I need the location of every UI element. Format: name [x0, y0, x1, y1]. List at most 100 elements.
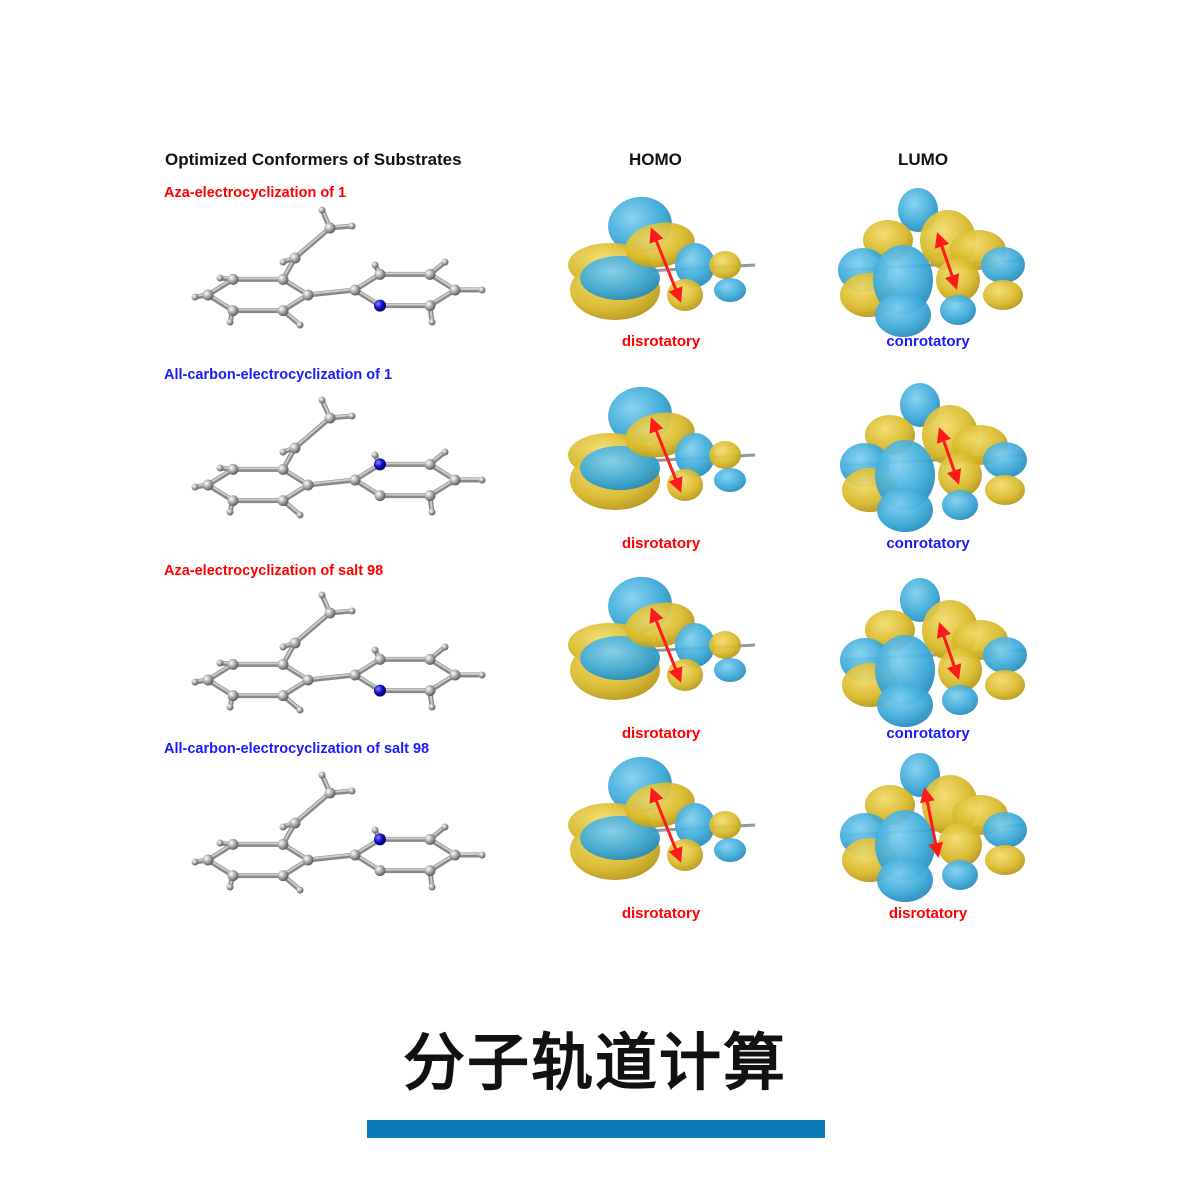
orbital-lobe-positive [877, 858, 933, 902]
molecule-structure-2 [191, 396, 486, 519]
hydrogen-atom [216, 274, 224, 282]
hydrogen-atom [191, 293, 199, 301]
orbital-lobe-positive [981, 247, 1025, 283]
hydrogen-atom [318, 771, 326, 779]
hydrogen-atom [296, 706, 304, 714]
orbital-lobe-positive [875, 293, 931, 337]
hydrogen-atom [216, 839, 224, 847]
carbon-atom [449, 669, 461, 681]
carbon-atom [424, 458, 436, 470]
row-label-1: Aza-electrocyclization of 1 [164, 185, 347, 201]
hydrogen-atom [428, 703, 436, 711]
orbital-lobe-positive [714, 838, 746, 862]
homo-orbital-4 [568, 756, 756, 880]
carbon-atom [302, 289, 314, 301]
homo-orbital-1 [568, 196, 756, 320]
orbital-lobe-negative [709, 441, 741, 469]
carbon-atom [289, 637, 301, 649]
hydrogen-atom [348, 607, 356, 615]
lumo-caption-1: conrotatory [886, 333, 970, 350]
orbital-lobe-positive [877, 683, 933, 727]
hydrogen-atom [478, 671, 486, 679]
carbon-atom [289, 252, 301, 264]
hydrogen-atom [441, 448, 449, 456]
carbon-atom [227, 658, 239, 670]
hydrogen-atom [348, 222, 356, 230]
rotation-arrow [649, 417, 683, 493]
orbital-lobe-negative [985, 475, 1025, 505]
hydrogen-atom [371, 826, 379, 834]
carbon-atom [277, 838, 289, 850]
hydrogen-atom [478, 286, 486, 294]
hydrogen-atom [216, 659, 224, 667]
molecule-structure-4 [191, 771, 486, 894]
carbon-atom [227, 463, 239, 475]
hydrogen-atom [478, 476, 486, 484]
carbon-atom [202, 854, 214, 866]
hydrogen-atom [226, 508, 234, 516]
carbon-atom [324, 607, 336, 619]
carbon-atom [289, 442, 301, 454]
hydrogen-atom [191, 483, 199, 491]
rotation-arrow [936, 622, 962, 680]
carbon-atom [324, 222, 336, 234]
hydrogen-atom [441, 258, 449, 266]
carbon-atom [424, 268, 436, 280]
hydrogen-atom [318, 591, 326, 599]
carbon-atom [349, 849, 361, 861]
homo-header: HOMO [629, 150, 682, 169]
carbon-atom [277, 690, 289, 702]
carbon-atom [324, 787, 336, 799]
conformers-header: Optimized Conformers of Substrates [165, 150, 462, 169]
rotation-arrow [649, 227, 683, 303]
carbon-atom [374, 490, 386, 502]
carbon-atom [202, 289, 214, 301]
carbon-atom [277, 658, 289, 670]
rotation-arrow [936, 427, 962, 485]
carbon-atom [302, 674, 314, 686]
orbital-lobe-positive [983, 812, 1027, 848]
carbon-atom [374, 865, 386, 877]
row-label-4: All-carbon-electrocyclization of salt 98 [164, 741, 430, 757]
molecule-structure-1 [191, 206, 486, 329]
orbital-lobe-positive [675, 623, 715, 667]
homo-caption-1: disrotatory [621, 333, 701, 350]
lumo-caption-2: conrotatory [886, 535, 970, 552]
hydrogen-atom [226, 703, 234, 711]
hydrogen-atom [348, 787, 356, 795]
orbital-lobe-positive [675, 803, 715, 847]
carbon-atom [374, 268, 386, 280]
carbon-atom [277, 305, 289, 317]
lumo-orbital-2 [840, 383, 1027, 532]
hydrogen-atom [279, 643, 287, 651]
hydrogen-atom [296, 321, 304, 329]
hydrogen-atom [478, 851, 486, 859]
carbon-atom [227, 305, 239, 317]
hydrogen-atom [318, 396, 326, 404]
hydrogen-atom [226, 318, 234, 326]
hydrogen-atom [428, 318, 436, 326]
hydrogen-atom [191, 858, 199, 866]
orbital-lobe-positive [942, 860, 978, 890]
orbital-lobe-positive [942, 490, 978, 520]
orbital-lobe-negative [938, 823, 982, 867]
hydrogen-atom [371, 451, 379, 459]
carbon-atom [277, 870, 289, 882]
carbon-atom [227, 495, 239, 507]
carbon-atom [277, 495, 289, 507]
hydrogen-atom [279, 823, 287, 831]
nitrogen-atom [374, 299, 386, 312]
orbital-lobe-negative [709, 251, 741, 279]
orbital-lobe-positive [580, 636, 660, 680]
nitrogen-atom [374, 458, 386, 471]
rotation-arrow [649, 787, 683, 863]
rotation-arrow [934, 232, 960, 290]
title-underline-bar [367, 1120, 825, 1138]
carbon-atom [227, 870, 239, 882]
page-title: 分子轨道计算 [402, 1029, 787, 1098]
rotation-arrow [649, 607, 683, 683]
hydrogen-atom [371, 261, 379, 269]
hydrogen-atom [296, 886, 304, 894]
lumo-header: LUMO [898, 150, 949, 169]
hydrogen-atom [441, 823, 449, 831]
